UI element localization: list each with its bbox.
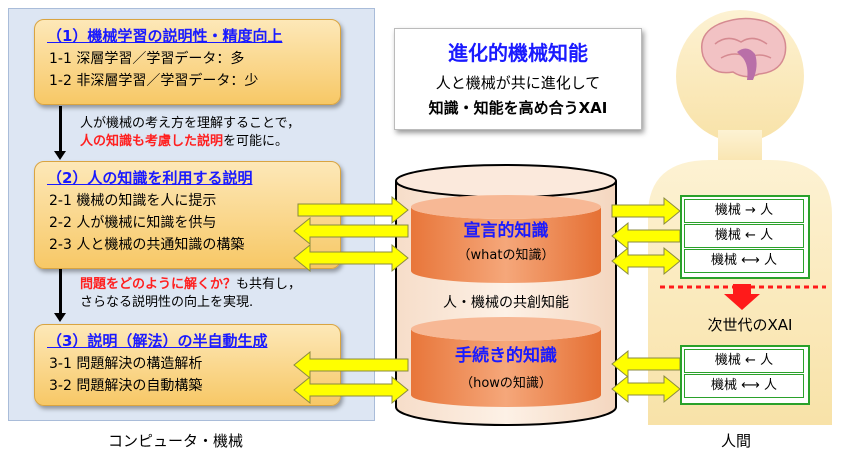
brain-icon [701, 17, 787, 80]
arrow-right-5 [611, 374, 681, 404]
relation-top-3: 機械 ⟷ 人 [684, 249, 804, 273]
declarative-sub: （whatの知識） [457, 248, 555, 263]
section2-title: （2）人の知識を利用する説明 [47, 169, 253, 187]
section1-line-1: 1-1 深層学習／学習データ：多 [49, 51, 245, 67]
procedural-title: 手続き的知識 [455, 346, 557, 366]
arrow-2-1 [297, 195, 409, 225]
next-gen-label: 次世代のXAI [707, 316, 793, 334]
note2-highlight: 問題をどのように解くか？ [80, 277, 237, 292]
section1-line-2: 1-2 非深層学習／学習データ：少 [49, 73, 259, 89]
note1-line2: 人の知識も考慮した説明を可能に。 [80, 133, 300, 151]
next-gen-arrow [724, 284, 760, 310]
evolution-line1: 人と機械が共に進化して [435, 74, 601, 92]
knowledge-cylinder [395, 164, 617, 426]
relation-bottom-1: 機械 ← 人 [684, 349, 804, 373]
section2-box: （2）人の知識を利用する説明 2-1 機械の知識を人に提示 2-2 人が機械に知… [34, 161, 341, 269]
section2-line-1: 2-1 機械の知識を人に提示 [49, 193, 217, 209]
section2-line-3: 2-3 人と機械の共通知識の構築 [49, 237, 245, 253]
note1-rest: を可能に。 [223, 134, 289, 149]
note1-highlight: 人の知識も考慮した説明 [80, 134, 224, 149]
computer-caption: コンピュータ・機械 [108, 432, 244, 450]
section1-box: （1）機械学習の説明性・精度向上 1-1 深層学習／学習データ：多 1-2 非深… [34, 19, 341, 105]
relation-top-2: 機械 ← 人 [684, 224, 804, 248]
relation-bottom-2: 機械 ⟷ 人 [684, 374, 804, 398]
arrow-right-1 [611, 196, 681, 226]
section3-box: （3）説明（解法）の半自動生成 3-1 問題解決の構造解析 3-2 問題解決の自… [34, 324, 341, 406]
relation-top-1: 機械 → 人 [684, 199, 804, 223]
section1-title: （1）機械学習の説明性・精度向上 [47, 27, 283, 45]
section2-line-2: 2-2 人が機械に知識を供与 [49, 215, 217, 231]
flow-arrow-2 [54, 269, 66, 322]
flow-arrow-1 [54, 106, 66, 160]
arrow-right-4 [611, 349, 681, 379]
human-caption: 人間 [721, 432, 752, 450]
note2-line1: 問題をどのように解くか？も共有し， [80, 276, 301, 294]
note1: 人が機械の考え方を理解することで， 人の知識も考慮した説明を可能に。 [80, 115, 300, 151]
note1-line1: 人が機械の考え方を理解することで， [80, 116, 301, 131]
note2: 問題をどのように解くか？も共有し， さらなる説明性の向上を実現. [80, 276, 301, 312]
section3-title: （3）説明（解法）の半自動生成 [47, 332, 268, 350]
section3-line-1: 3-1 問題解決の構造解析 [49, 356, 203, 372]
arrow-3-2 [293, 375, 409, 405]
evolution-box: 進化的機械知能 人と機械が共に進化して 知識・知能を高め合うXAI [394, 28, 642, 130]
arrow-right-3 [611, 246, 681, 276]
declarative-title: 宣言的知識 [463, 221, 549, 241]
procedural-sub: （howの知識） [460, 376, 552, 391]
arrow-2-2 [293, 216, 409, 246]
evolution-title: 進化的機械知能 [448, 41, 588, 65]
arrow-3-1 [293, 350, 409, 380]
note2-rest: も共有し， [236, 277, 302, 292]
arrow-right-2 [611, 221, 681, 251]
note2-line2: さらなる説明性の向上を実現. [80, 295, 254, 310]
arrow-2-3 [293, 243, 409, 273]
section3-line-2: 3-2 問題解決の自動構築 [49, 378, 203, 394]
evolution-line2: 知識・知能を高め合うXAI [428, 99, 608, 117]
cocreation-label: 人・機械の共創知能 [443, 295, 569, 311]
